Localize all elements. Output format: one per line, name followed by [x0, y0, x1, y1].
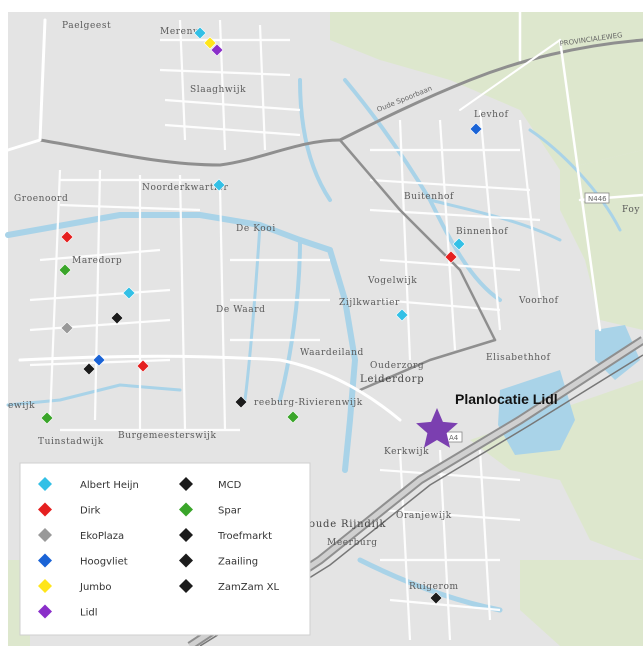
legend-label: Zaailing [218, 557, 258, 568]
store-marker-albert-heijn-diamond-icon[interactable] [452, 237, 466, 251]
legend-item-ekoplaza: EkoPlaza [38, 528, 124, 542]
store-marker-dirk-diamond-icon[interactable] [60, 230, 74, 244]
store-marker-lidl-diamond-icon[interactable] [210, 43, 224, 57]
legend-item-mcd: MCD [179, 477, 242, 491]
legend-item-troefmarkt: Troefmarkt [179, 528, 272, 542]
minor-roads [29, 19, 542, 641]
legend-diamond-icon [38, 528, 52, 542]
legend-label: Albert Heijn [80, 480, 139, 491]
place-label-vogelwijk: Vogelwijk [367, 276, 417, 286]
place-label-paelgeest: Paelgeest [62, 21, 111, 31]
legend-item-albert-heijn: Albert Heijn [38, 477, 139, 491]
store-marker-hoogvliet-diamond-icon[interactable] [469, 122, 483, 136]
place-label-groenoord: Groenoord [14, 194, 68, 204]
place-label-oranjezorg: Ouderzorg [370, 361, 424, 371]
store-marker-mcd-diamond-icon[interactable] [110, 311, 124, 325]
legend-diamond-icon [38, 502, 52, 517]
store-marker-ekoplaza-diamond-icon[interactable] [60, 321, 74, 335]
legend-label: Jumbo [79, 582, 112, 593]
store-marker-spar-diamond-icon[interactable] [286, 410, 300, 424]
planned-location[interactable]: Planlocatie Lidl [416, 391, 558, 448]
star-icon[interactable] [416, 408, 458, 448]
legend-diamond-icon [179, 553, 193, 568]
place-label-meerburg: Meerburg [327, 538, 378, 548]
legend-diamond-icon [38, 604, 52, 619]
place-label-burgemeesterswijk: Burgemeesterswijk [118, 431, 217, 441]
legend-label: Dirk [80, 506, 101, 517]
place-label-kerkwijk: Kerkwijk [384, 447, 429, 457]
road-label-a4: A4 [449, 434, 459, 442]
place-label-de-kooi: De Kooi [236, 224, 276, 234]
place-label-elisabethhof: Elisabethhof [486, 353, 551, 363]
legend-label: Troefmarkt [217, 531, 272, 542]
place-label-voorhof: Voorhof [518, 296, 559, 306]
place-label-oranjewijk: Oranjewijk [396, 511, 452, 521]
store-marker-albert-heijn-diamond-icon[interactable] [193, 26, 207, 40]
store-marker-albert-heijn-diamond-icon[interactable] [122, 286, 136, 300]
store-marker-dirk-diamond-icon[interactable] [444, 250, 458, 264]
legend-diamond-icon [38, 553, 52, 568]
legend-item-spar: Spar [179, 502, 242, 517]
legend-label: Spar [218, 506, 242, 517]
legend-items: Albert HeijnDirkEkoPlazaHoogvlietJumboLi… [38, 477, 279, 619]
place-label-waardeiland: Waardeiland [300, 348, 364, 358]
store-marker-dirk-diamond-icon[interactable] [136, 359, 150, 373]
legend-label: Hoogvliet [80, 557, 128, 568]
place-label-foy: Foy [622, 205, 640, 215]
store-markers [40, 26, 483, 605]
legend-diamond-icon [179, 502, 193, 517]
legend-item-dirk: Dirk [38, 502, 101, 517]
legend-diamond-icon [179, 579, 193, 593]
store-marker-troefmarkt-diamond-icon[interactable] [82, 362, 96, 376]
store-marker-albert-heijn-diamond-icon[interactable] [212, 178, 226, 192]
place-label-slaaghwijk: Slaaghwijk [190, 85, 246, 95]
store-marker-albert-heijn-diamond-icon[interactable] [395, 308, 409, 322]
store-marker-spar-diamond-icon[interactable] [58, 263, 72, 277]
place-label-de-waard: De Waard [216, 305, 265, 315]
place-label-merenwijk: Merenw [160, 27, 201, 37]
place-label-zijlkwartier: Zijlkwartier [339, 298, 400, 308]
place-label-maredorp: Maredorp [72, 256, 122, 266]
place-label-tuinstadwijk: Tuinstadwijk [38, 437, 104, 447]
legend-box [19, 462, 311, 636]
place-label-binnenhof: Binnenhof [456, 227, 508, 237]
store-marker-hoogvliet-diamond-icon[interactable] [92, 353, 106, 367]
legend-label: EkoPlaza [80, 531, 124, 542]
store-marker-jumbo-diamond-icon[interactable] [203, 36, 217, 50]
legend-label: Lidl [80, 608, 97, 619]
planned-location-label: Planlocatie Lidl [455, 391, 558, 407]
place-label-ruigerom: Ruigerom [409, 582, 459, 592]
legend-diamond-icon [38, 477, 52, 491]
place-label-noorderkwartier: Noorderkwartier [142, 183, 228, 193]
legend-label: ZamZam XL [218, 582, 279, 593]
road-label-n446: N446 [588, 195, 607, 203]
legend-label: MCD [218, 480, 242, 491]
legend-diamond-icon [179, 528, 193, 542]
place-label-ewijk: ewijk [8, 401, 35, 411]
shield-n446 [584, 192, 610, 204]
legend-diamond-icon [179, 477, 193, 491]
place-labels: PaelgeestMerenwSlaaghwijkLevhofNoorderkw… [8, 21, 640, 592]
legend-item-hoogvliet: Hoogvliet [38, 553, 128, 568]
legend-item-jumbo: Jumbo [38, 579, 112, 593]
place-label-leiderdorp: Leiderdorp [360, 374, 424, 385]
store-marker-spar-diamond-icon[interactable] [40, 411, 54, 425]
place-label-buitenhof: Buitenhof [404, 192, 454, 202]
place-label-oude-rijndijk: oude Rijndijk [309, 519, 387, 530]
legend-diamond-icon [38, 579, 52, 593]
legend: Albert HeijnDirkEkoPlazaHoogvlietJumboLi… [19, 462, 311, 636]
place-label-rivierenwijk: reeburg-Rivierenwijk [254, 398, 363, 408]
place-label-levhof: Levhof [474, 110, 509, 120]
store-marker-zamzam-xl-diamond-icon[interactable] [429, 591, 443, 605]
legend-item-zamzam-xl: ZamZam XL [179, 579, 279, 593]
legend-item-zaailing: Zaailing [179, 553, 258, 568]
store-marker-zaailing-diamond-icon[interactable] [234, 395, 248, 409]
legend-item-lidl: Lidl [38, 604, 97, 619]
